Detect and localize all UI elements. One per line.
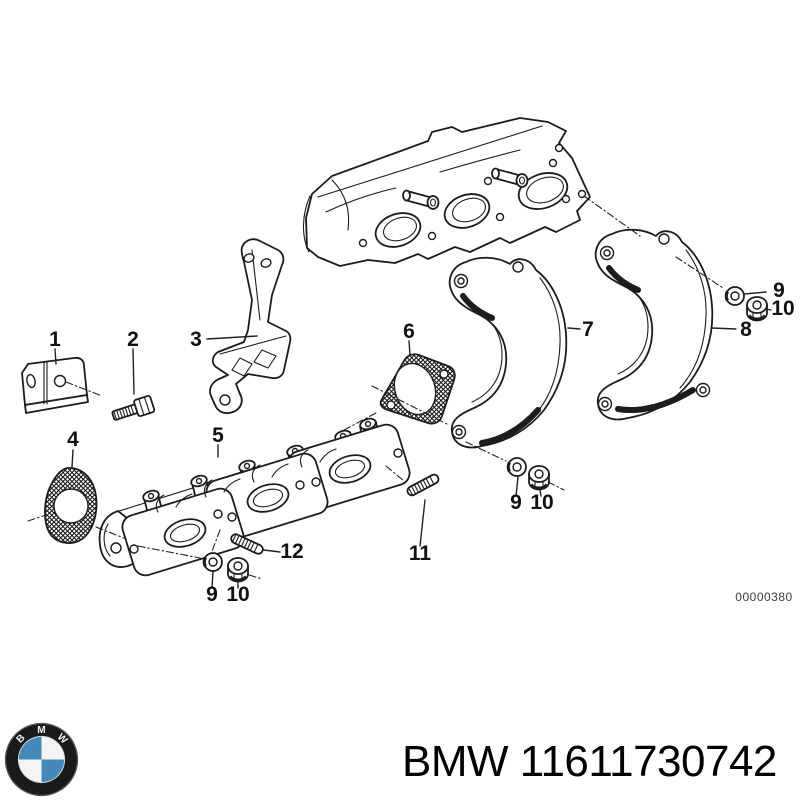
part-callout-10: 10 [771,297,794,320]
part-callout-9: 9 [510,491,522,514]
part-callout-4: 4 [67,428,79,451]
part-callout-9: 9 [206,583,218,606]
stud-11-drawing [404,472,442,498]
callout-leader-lines [54,291,772,589]
washer-drawing [724,285,746,307]
part-callout-2: 2 [127,328,139,351]
assembly-axis-lines [27,195,724,580]
part-callout-7: 7 [582,318,594,341]
small-bracket-drawing [21,356,89,414]
part-callout-12: 12 [280,540,303,563]
part-callout-10: 10 [530,491,553,514]
part-number-caption: BMW 11611730742 [402,737,777,786]
exhaust-manifold-drawing [98,417,411,577]
cylinder-head-drawing [302,117,591,267]
nut-drawing [745,295,769,322]
part-callout-10: 10 [226,583,249,606]
logo-letter-M: M [37,725,45,736]
head-pin [402,189,440,210]
head-port [517,172,569,210]
washer-drawing [506,456,528,478]
part-callout-1: 1 [49,328,61,351]
nut-drawing [527,464,551,491]
logo-quadrants [18,736,65,783]
support-bracket-drawing [209,238,292,415]
ring-gasket-drawing [44,467,98,544]
drawing-number: 00000380 [735,590,792,604]
flange-gasket-drawing [379,353,456,425]
part-callout-9: 9 [773,279,785,302]
heat-shield-right-drawing [594,228,714,421]
part-callout-5: 5 [212,424,224,447]
head-pin [491,167,529,188]
bmw-logo: BMW [4,722,79,797]
part-callout-3: 3 [190,328,202,351]
part-callout-6: 6 [403,320,415,343]
heat-shield-left-drawing [448,256,568,449]
part-callout-8: 8 [740,318,752,341]
washer-drawing [202,551,224,573]
nut-drawing [226,556,250,583]
hex-bolt-drawing [111,395,156,421]
part-callout-11: 11 [409,542,432,565]
